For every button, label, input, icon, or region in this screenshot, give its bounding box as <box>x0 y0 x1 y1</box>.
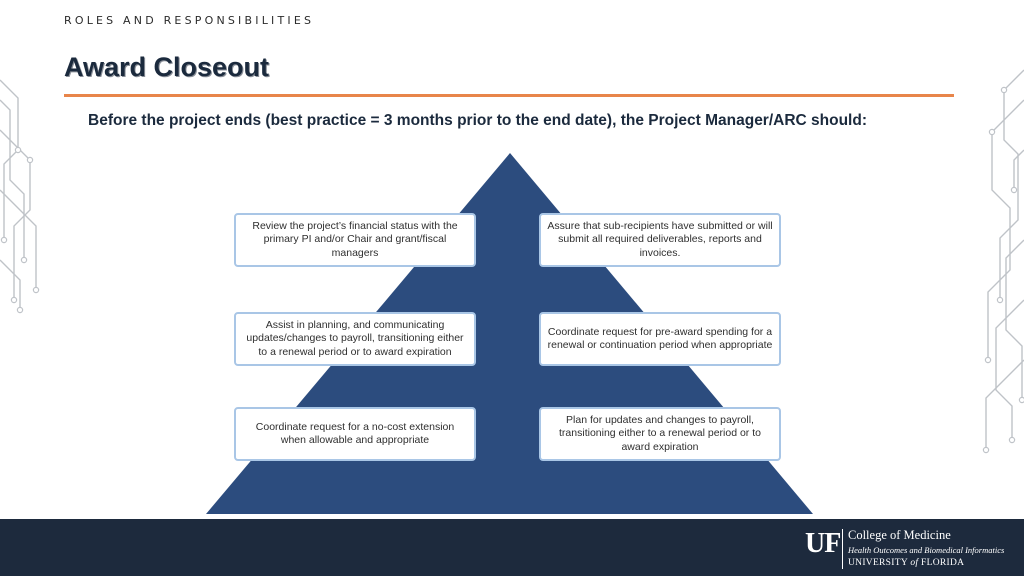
university-prefix: UNIVERSITY <box>848 558 911 568</box>
pyramid-box-left-2: Assist in planning, and communicating up… <box>234 312 476 366</box>
circuit-decoration-right <box>982 69 1024 454</box>
uf-logo-mark: UF <box>805 528 841 559</box>
pyramid-box-right-2: Coordinate request for pre-award spendin… <box>539 312 781 366</box>
footer-bar <box>0 519 1024 576</box>
university-of: of <box>910 558 919 568</box>
department-name: Health Outcomes and Biomedical Informati… <box>848 545 1005 555</box>
page-title: Award Closeout <box>64 52 270 82</box>
college-name: College of Medicine <box>848 528 951 542</box>
section-kicker: ROLES AND RESPONSIBILITIES <box>64 14 315 27</box>
university-suffix: FLORIDA <box>918 558 965 568</box>
circuit-decoration-left <box>0 79 40 314</box>
pyramid-box-left-3: Coordinate request for a no-cost extensi… <box>234 407 476 461</box>
logo-divider <box>842 529 843 569</box>
pyramid-box-right-1: Assure that sub-recipients have submitte… <box>539 213 781 267</box>
page-subtitle: Before the project ends (best practice =… <box>88 112 867 129</box>
pyramid-box-right-3: Plan for updates and changes to payroll,… <box>539 407 781 461</box>
university-name: UNIVERSITY of FLORIDA <box>848 558 964 568</box>
title-underline-rule <box>64 94 954 97</box>
pyramid-box-left-1: Review the project’s financial status wi… <box>234 213 476 267</box>
